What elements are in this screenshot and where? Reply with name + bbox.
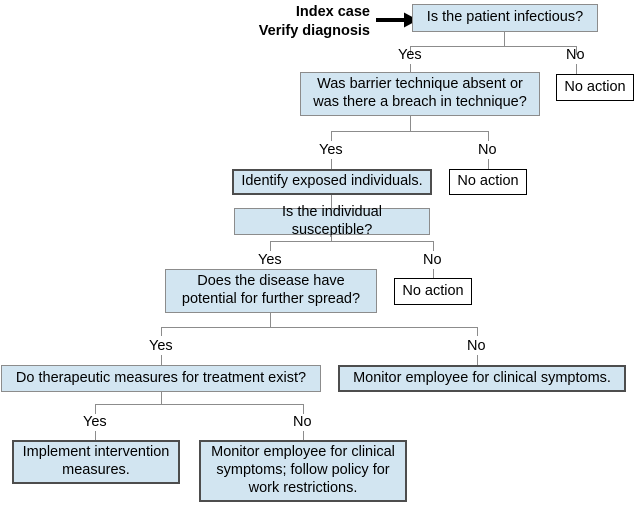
node-no-action-2[interactable]: No action [449,169,527,195]
node-monitor-employee-symptoms[interactable]: Monitor employee for clinical symptoms. [338,365,626,392]
node-no-action-1[interactable]: No action [556,74,634,101]
connector-q3-split [270,241,433,242]
connector-q4-yes-drop [161,327,162,336]
node-monitor-employee-work-restrictions[interactable]: Monitor employee for clinical symptoms; … [199,440,407,502]
connector-q2-no-drop [488,131,489,141]
connector-q5-no-to-a4 [303,431,304,440]
connector-q5-split [95,404,303,405]
connector-q5-no-drop [303,404,304,414]
connector-q4-yes-to-q5 [161,355,162,365]
branch-label-q2-yes: Yes [319,142,343,158]
connector-q2-split [331,131,488,132]
connector-q3-no-to-noaction3 [433,269,434,278]
connector-q2-yes-drop [331,131,332,141]
connector-q5-yes-to-a3 [95,431,96,440]
node-is-individual-susceptible[interactable]: Is the individual susceptible? [234,204,430,238]
node-disease-further-spread[interactable]: Does the disease have potential for furt… [165,269,377,313]
branch-label-q3-yes: Yes [258,252,282,268]
connector-q1-yes-drop [410,46,411,55]
node-therapeutic-measures-exist[interactable]: Do therapeutic measures for treatment ex… [1,365,321,392]
branch-label-q2-no: No [478,142,497,158]
connector-q2-stem [410,116,411,131]
branch-label-q4-no: No [467,338,486,354]
connector-q3-stem [331,235,332,241]
node-no-action-3[interactable]: No action [394,278,472,305]
branch-label-q4-yes: Yes [149,338,173,354]
connector-q1-no-drop [576,46,577,55]
connector-q1-yes-to-q2 [410,64,411,74]
connector-q2-no-to-noaction2 [488,159,489,169]
connector-q4-split [161,327,477,328]
node-identify-exposed-individuals[interactable]: Identify exposed individuals. [232,169,432,195]
connector-q4-no-drop [477,327,478,336]
branch-label-q5-yes: Yes [83,414,107,430]
connector-q2-yes-to-a1 [331,159,332,169]
branch-label-q1-yes: Yes [398,47,422,63]
branch-label-q5-no: No [293,414,312,430]
node-barrier-technique[interactable]: Was barrier technique absent or was ther… [300,72,540,116]
connector-q5-yes-drop [95,404,96,414]
connector-a1-to-q3 [331,195,332,208]
connector-q1-stem [504,32,505,46]
node-implement-intervention-measures[interactable]: Implement intervention measures. [12,440,180,484]
connector-q5-stem [161,392,162,404]
connector-q3-yes-drop [270,241,271,251]
connector-q3-no-drop [433,241,434,251]
connector-q1-split [410,46,576,47]
branch-label-q3-no: No [423,252,442,268]
connector-q1-no-to-noaction1 [576,64,577,74]
node-is-patient-infectious[interactable]: Is the patient infectious? [412,4,598,32]
entry-caption: Index case Verify diagnosis [258,4,370,39]
connector-q4-stem [270,313,271,327]
branch-label-q1-no: No [566,47,585,63]
right-arrow-icon [376,12,418,28]
connector-q4-no-to-a2 [477,355,478,365]
